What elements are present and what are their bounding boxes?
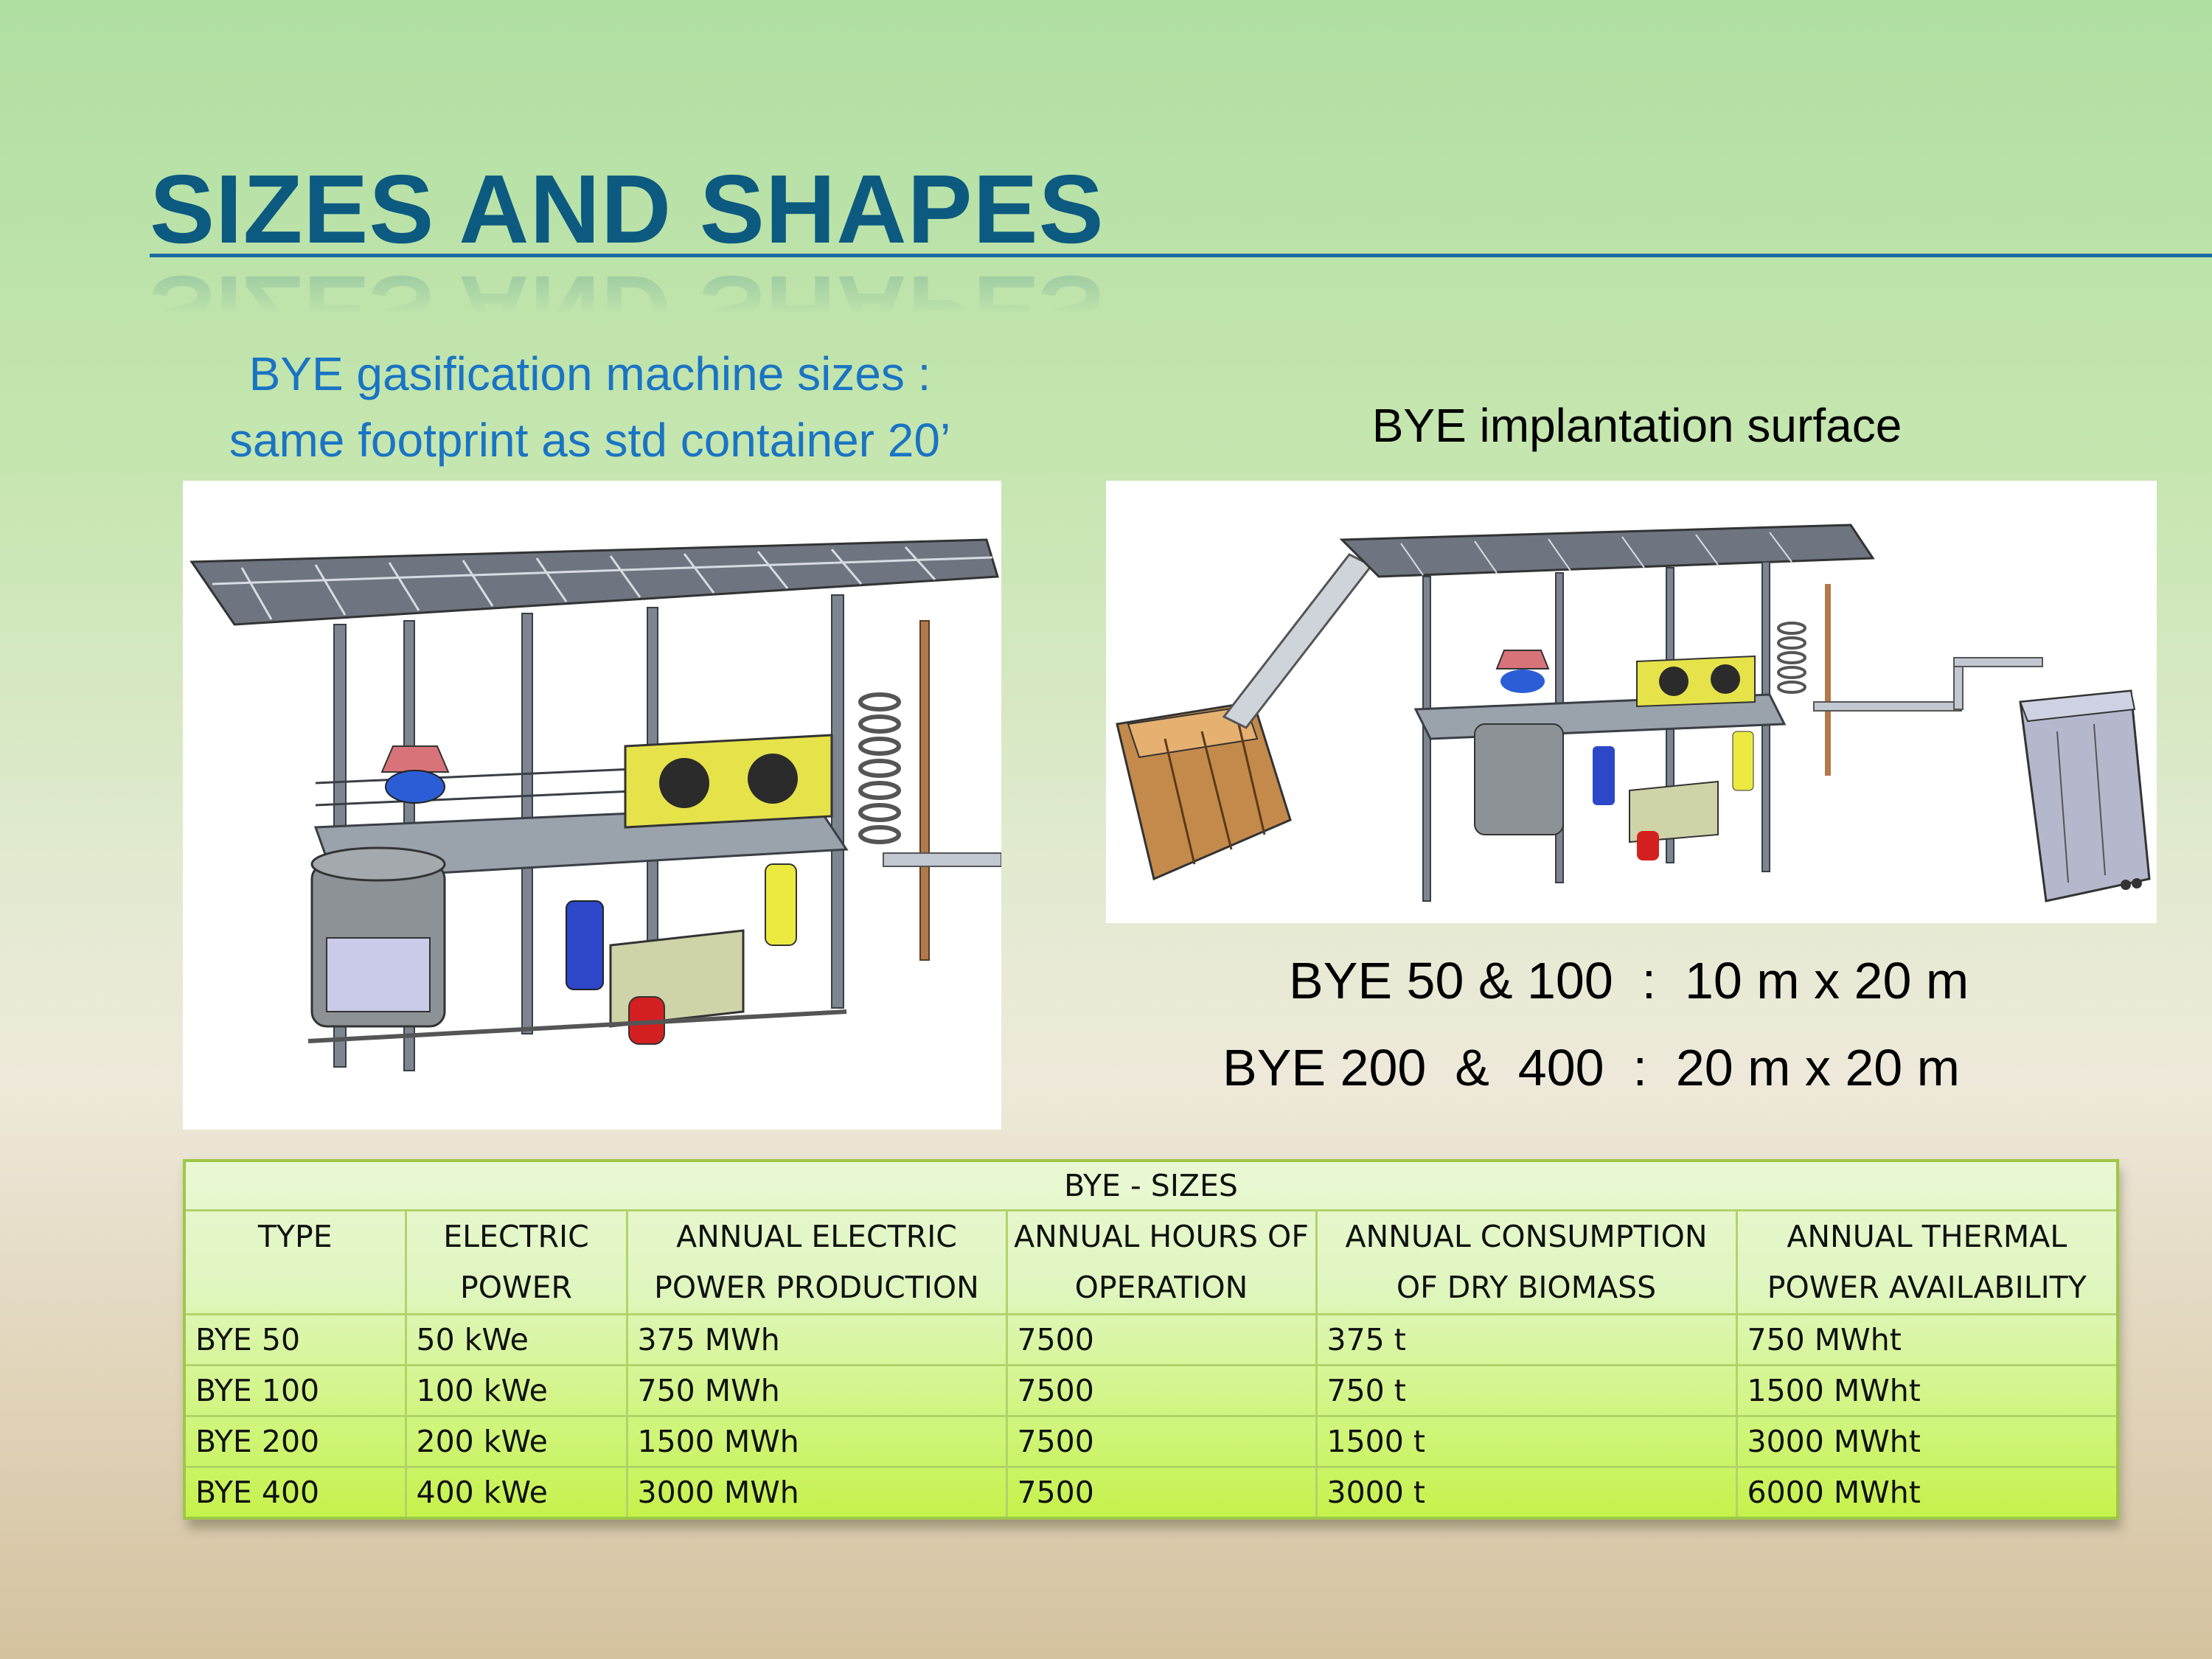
table-cell: 7500: [1005, 1364, 1318, 1417]
table-cell: 200 kWe: [404, 1415, 628, 1468]
table-cell: 3000 MWh: [625, 1466, 1008, 1520]
column-header-annual-hours: ANNUAL HOURS OF OPERATION: [1005, 1209, 1318, 1315]
table-cell: 750 MWh: [625, 1364, 1008, 1417]
table-cell: 7500: [1005, 1466, 1318, 1520]
table-cell: BYE 200: [183, 1415, 407, 1468]
machine-sizes-heading-line1: BYE gasification machine sizes :: [248, 347, 931, 400]
table-cell: 375 MWh: [625, 1313, 1008, 1366]
table-cell: 1500 MWh: [625, 1415, 1008, 1468]
table-cell: 750 MWht: [1735, 1313, 2119, 1366]
column-header-type: TYPE: [183, 1209, 407, 1315]
machine-sizes-heading-line2: same footprint as std container 20’: [229, 414, 951, 467]
implantation-surface-heading: BYE implantation surface: [1371, 399, 1902, 452]
table-cell: BYE 100: [183, 1364, 407, 1417]
table-cell: 50 kWe: [404, 1313, 628, 1366]
gasification-machine-image: [183, 481, 1001, 1130]
table-cell: 375 t: [1315, 1313, 1738, 1366]
table-cell: 1500 t: [1315, 1415, 1738, 1468]
table-header-row: TYPE ELECTRIC POWER ANNUAL ELECTRIC POWE…: [183, 1209, 2119, 1315]
table-row: BYE 50 50 kWe 375 MWh 7500 375 t 750 MWh…: [183, 1313, 2119, 1366]
table-cell: 7500: [1005, 1313, 1318, 1366]
slide-title: SIZES AND SHAPES: [150, 155, 1105, 263]
table-cell: 7500: [1005, 1415, 1318, 1468]
table-cell: 400 kWe: [404, 1466, 628, 1520]
table-cell: 6000 MWht: [1735, 1466, 2119, 1520]
table-cell: 3000 MWht: [1735, 1415, 2119, 1468]
table-cell: BYE 50: [183, 1313, 407, 1366]
table-cell: 1500 MWht: [1735, 1364, 2119, 1417]
table-cell: 750 t: [1315, 1364, 1738, 1417]
table-caption-row: BYE - SIZES: [183, 1159, 2119, 1211]
dimension-bye-200-400: BYE 200 & 400 : 20 m x 20 m: [1222, 1039, 1960, 1096]
table-row: BYE 400 400 kWe 3000 MWh 7500 3000 t 600…: [183, 1466, 2119, 1520]
dimension-bye-50-100: BYE 50 & 100 : 10 m x 20 m: [1289, 952, 1969, 1009]
column-header-electric-power: ELECTRIC POWER: [404, 1209, 628, 1315]
machine-sizes-heading: BYE gasification machine sizes : same fo…: [147, 341, 1032, 473]
table-row: BYE 100 100 kWe 750 MWh 7500 750 t 1500 …: [183, 1364, 2119, 1417]
column-header-dry-biomass: ANNUAL CONSUMPTION OF DRY BIOMASS: [1315, 1209, 1738, 1315]
sizes-table-container: BYE - SIZES TYPE ELECTRIC POWER ANNUAL E…: [183, 1159, 2120, 1520]
table-row: BYE 200 200 kWe 1500 MWh 7500 1500 t 300…: [183, 1415, 2119, 1468]
title-underline: [150, 254, 2212, 257]
table-caption: BYE - SIZES: [183, 1159, 2119, 1211]
column-header-thermal-power: ANNUAL THERMAL POWER AVAILABILITY: [1735, 1209, 2119, 1315]
table-cell: 3000 t: [1315, 1466, 1738, 1520]
table-cell: BYE 400: [183, 1466, 407, 1520]
table-cell: 100 kWe: [404, 1364, 628, 1417]
sizes-table: BYE - SIZES TYPE ELECTRIC POWER ANNUAL E…: [183, 1159, 2120, 1520]
implantation-layout-image: [1106, 481, 2157, 923]
column-header-annual-electric-production: ANNUAL ELECTRIC POWER PRODUCTION: [625, 1209, 1008, 1315]
